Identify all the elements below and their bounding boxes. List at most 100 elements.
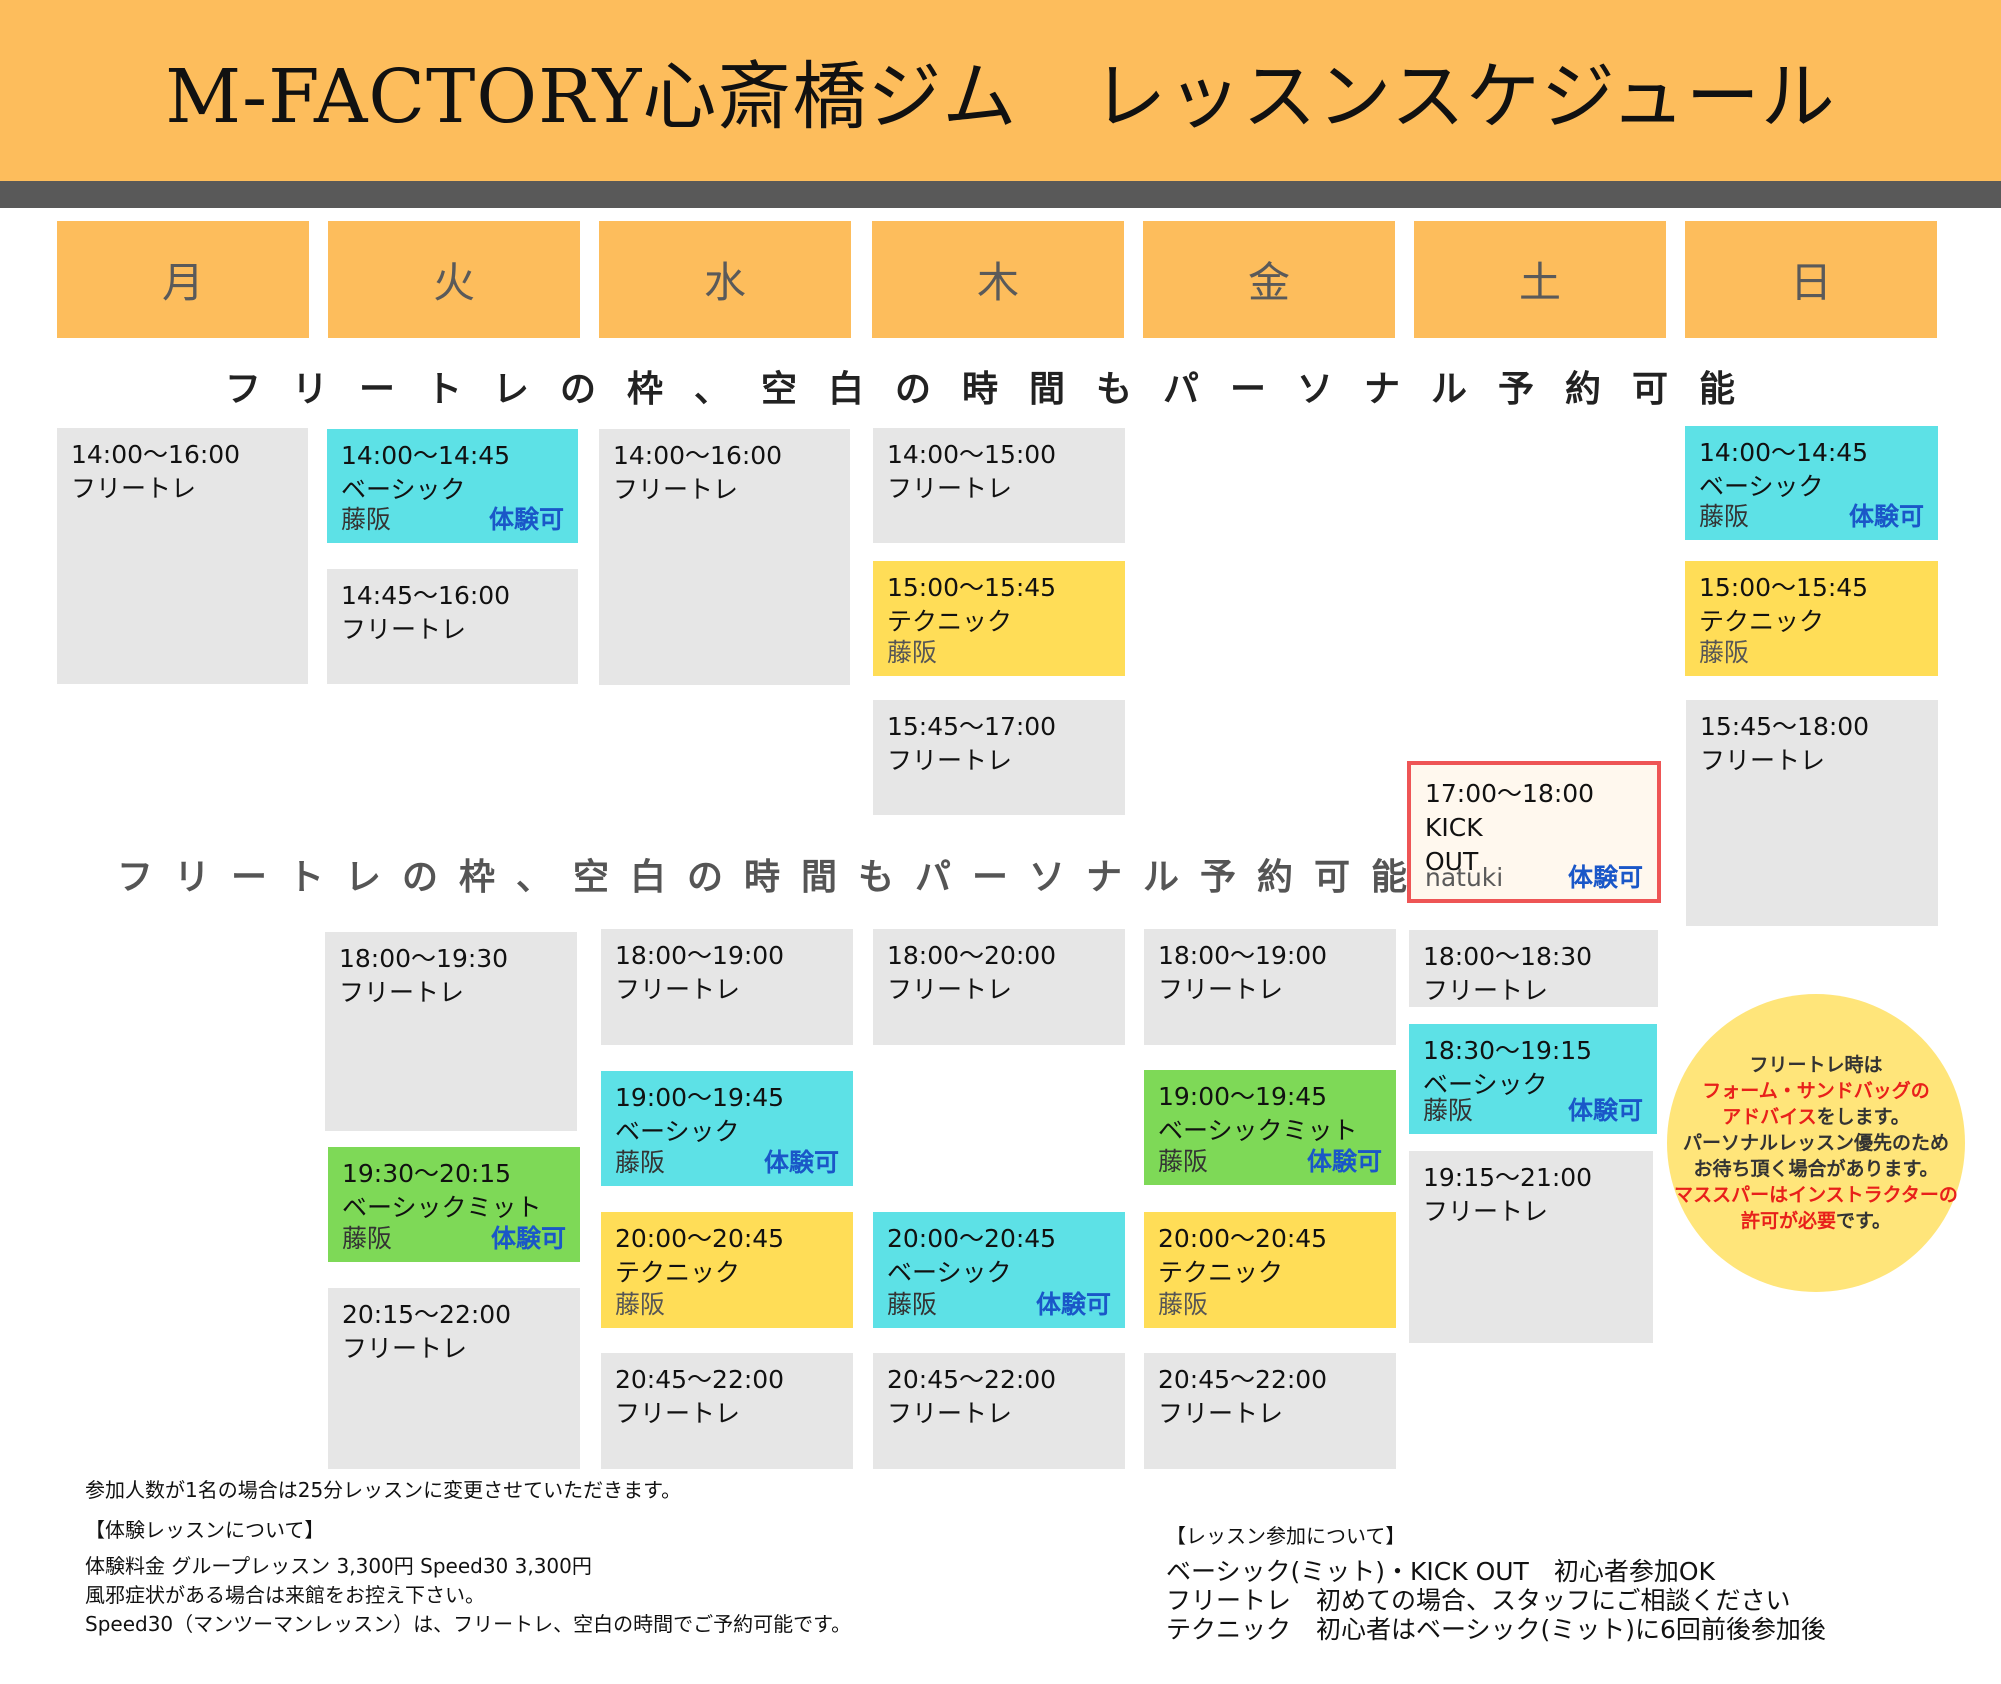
slot-coach: 藤阪 — [1158, 1147, 1209, 1176]
slot-time: 20:15〜22:00 — [342, 1300, 512, 1329]
slot-time: 18:00〜19:00 — [615, 941, 785, 970]
lesson-slot[interactable]: 20:45〜22:00 フリートレ — [601, 1353, 853, 1469]
lesson-slot[interactable]: 18:00〜20:00 フリートレ — [873, 929, 1125, 1045]
lesson-slot[interactable]: 20:15〜22:00 フリートレ — [328, 1288, 580, 1469]
lesson-slot[interactable]: 15:45〜17:00 フリートレ — [873, 700, 1125, 815]
slot-time: 14:00〜16:00 — [613, 441, 783, 470]
slot-time: 20:45〜22:00 — [1158, 1365, 1328, 1394]
slot-name: ベーシック — [1423, 1070, 1548, 1099]
lesson-slot[interactable]: 18:00〜19:30 フリートレ — [325, 932, 577, 1131]
slot-name: フリートレ — [342, 1334, 468, 1363]
slot-time: 18:00〜19:30 — [339, 944, 509, 973]
slot-name: ベーシック — [615, 1117, 740, 1146]
lesson-slot[interactable]: 15:45〜18:00 フリートレ — [1686, 700, 1938, 926]
slot-time: 17:00〜18:00 — [1425, 779, 1595, 808]
lesson-slot[interactable]: 14:00〜15:00 フリートレ — [873, 428, 1125, 543]
slot-name: テクニック — [1158, 1258, 1284, 1287]
slot-name: フリートレ — [339, 978, 465, 1007]
slot-coach: 藤阪 — [1158, 1290, 1209, 1319]
day-sun: 日 — [1685, 221, 1937, 338]
lesson-slot[interactable]: 19:00〜19:45 ベーシックミット 藤阪 体験可 — [1144, 1070, 1396, 1185]
personal-note-mid: フリートレの枠、空白の時間もパーソナル予約可能 — [117, 857, 1429, 898]
lesson-slot[interactable]: 14:00〜14:45 ベーシック 藤阪 体験可 — [1685, 426, 1938, 540]
footer-note-1: 参加人数が1名の場合は25分レッスンに変更させていただきます。 — [85, 1478, 682, 1502]
circle-line-2: フォーム・サンドバッグの — [1702, 1080, 1930, 1102]
trial-badge: 体験可 — [1567, 1096, 1643, 1125]
slot-name: テクニック — [615, 1258, 741, 1287]
lesson-slot[interactable]: 18:30〜19:15 ベーシック 藤阪 体験可 — [1409, 1024, 1657, 1134]
lesson-slot[interactable]: 20:45〜22:00 フリートレ — [1144, 1353, 1396, 1469]
slot-coach: natuki — [1425, 863, 1504, 892]
slot-coach: 藤阪 — [1699, 638, 1750, 667]
slot-time: 14:00〜14:45 — [341, 441, 511, 470]
lesson-slot-kickout[interactable]: 17:00〜18:00 KICK OUT natuki 体験可 — [1407, 761, 1661, 903]
circle-line-7: 許可が必要です。 — [1741, 1208, 1891, 1234]
lesson-slot[interactable]: 14:00〜16:00 フリートレ — [57, 428, 308, 684]
slot-name: ベーシック — [1699, 472, 1824, 501]
lesson-slot[interactable]: 18:00〜19:00 フリートレ — [601, 929, 853, 1045]
lesson-slot[interactable]: 15:00〜15:45 テクニック 藤阪 — [873, 561, 1125, 676]
slot-coach: 藤阪 — [615, 1290, 666, 1319]
lesson-slot[interactable]: 19:30〜20:15 ベーシックミット 藤阪 体験可 — [328, 1147, 580, 1262]
slot-time: 19:00〜19:45 — [615, 1083, 785, 1112]
slot-name: フリートレ — [1158, 1399, 1284, 1428]
lesson-slot[interactable]: 19:15〜21:00 フリートレ — [1409, 1151, 1653, 1343]
page-title: M-FACTORY心斎橋ジム レッスンスケジュール — [165, 54, 1836, 140]
lesson-slot[interactable]: 14:00〜14:45 ベーシック 藤阪 体験可 — [327, 429, 578, 543]
slot-name: フリートレ — [887, 474, 1013, 503]
slot-name: フリートレ — [341, 615, 467, 644]
slot-name-2: OUT — [1425, 847, 1479, 876]
slot-coach: 藤阪 — [1423, 1096, 1474, 1125]
slot-coach: 藤阪 — [341, 505, 392, 534]
circle-line-3: アドバイスをします。 — [1722, 1104, 1910, 1130]
lesson-slot[interactable]: 20:00〜20:45 ベーシック 藤阪 体験可 — [873, 1212, 1125, 1328]
slot-time: 15:45〜17:00 — [887, 712, 1057, 741]
slot-time: 14:45〜16:00 — [341, 581, 511, 610]
slot-time: 20:00〜20:45 — [887, 1224, 1057, 1253]
lesson-slot[interactable]: 14:00〜16:00 フリートレ — [599, 429, 850, 685]
circle-line-5: お待ち頂く場合があります。 — [1693, 1158, 1939, 1180]
slot-coach: 藤阪 — [887, 638, 938, 667]
slot-name: フリートレ — [613, 475, 739, 504]
slot-coach: 藤阪 — [887, 1290, 938, 1319]
trial-badge: 体験可 — [1567, 863, 1643, 892]
slot-time: 19:30〜20:15 — [342, 1159, 512, 1188]
slot-time: 20:00〜20:45 — [1158, 1224, 1328, 1253]
slot-time: 18:00〜20:00 — [887, 941, 1057, 970]
header-divider — [0, 181, 2001, 208]
slot-coach: 藤阪 — [1699, 502, 1750, 531]
lesson-slot[interactable]: 20:45〜22:00 フリートレ — [873, 1353, 1125, 1469]
slot-time: 20:00〜20:45 — [615, 1224, 785, 1253]
day-thu: 木 — [872, 221, 1124, 338]
circle-line-3-rest: をします。 — [1816, 1106, 1910, 1128]
lesson-slot[interactable]: 14:45〜16:00 フリートレ — [327, 569, 578, 684]
trial-badge: 体験可 — [490, 1224, 566, 1253]
footer-participation-heading: 【レッスン参加について】 — [1166, 1524, 1406, 1548]
footer-trial-heading: 【体験レッスンについて】 — [85, 1518, 325, 1542]
slot-name: ベーシックミット — [1158, 1116, 1358, 1145]
lesson-slot[interactable]: 19:00〜19:45 ベーシック 藤阪 体験可 — [601, 1071, 853, 1186]
slot-name: ベーシックミット — [342, 1193, 542, 1222]
slot-time: 19:00〜19:45 — [1158, 1082, 1328, 1111]
slot-name: テクニック — [887, 607, 1013, 636]
slot-name: テクニック — [1699, 607, 1825, 636]
lesson-slot[interactable]: 20:00〜20:45 テクニック 藤阪 — [601, 1212, 853, 1328]
lesson-slot[interactable]: 18:00〜18:30 フリートレ — [1409, 930, 1658, 1007]
lesson-slot[interactable]: 18:00〜19:00 フリートレ — [1144, 929, 1396, 1045]
footer-trial-fee: 体験料金 グループレッスン 3,300円 Speed30 3,300円 — [85, 1554, 592, 1578]
header: M-FACTORY心斎橋ジム レッスンスケジュール — [0, 0, 2001, 181]
slot-name: フリートレ — [1158, 975, 1284, 1004]
circle-line-4: パーソナルレッスン優先のため — [1682, 1132, 1949, 1154]
lesson-slot[interactable]: 15:00〜15:45 テクニック 藤阪 — [1685, 561, 1938, 676]
lesson-slot[interactable]: 20:00〜20:45 テクニック 藤阪 — [1144, 1212, 1396, 1328]
slot-time: 18:00〜19:00 — [1158, 941, 1328, 970]
trial-badge: 体験可 — [763, 1148, 839, 1177]
slot-name: フリートレ — [887, 746, 1013, 775]
footer-participation-3: テクニック 初心者はベーシック(ミット)に6回前後参加後 — [1166, 1615, 1826, 1644]
slot-time: 20:45〜22:00 — [887, 1365, 1057, 1394]
slot-time: 15:00〜15:45 — [1699, 573, 1869, 602]
day-sat: 土 — [1414, 221, 1666, 338]
slot-time: 14:00〜14:45 — [1699, 438, 1869, 467]
slot-coach: 藤阪 — [615, 1148, 666, 1177]
free-training-info-circle: フリートレ時は フォーム・サンドバッグの アドバイスをします。 パーソナルレッス… — [1667, 994, 1965, 1292]
